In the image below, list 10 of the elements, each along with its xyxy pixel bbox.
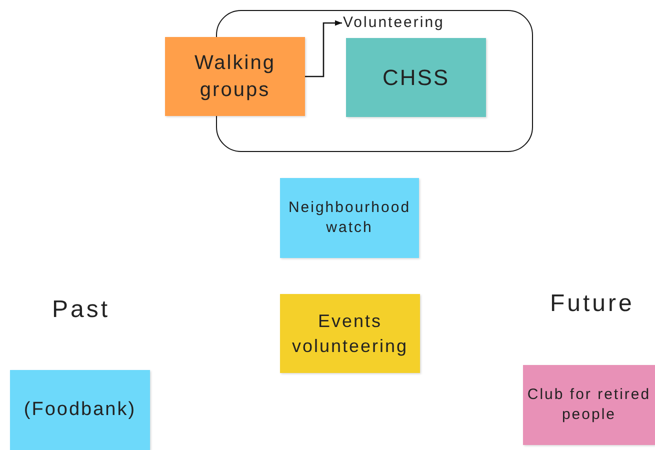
sticky-note: Neighbourhood watch [280,178,419,258]
sticky-note: Walking groups [165,37,305,116]
edge-target-text: Volunteering [343,13,463,33]
timeline-label: Past [52,296,110,324]
sticky-note: Club for retired people [523,365,655,445]
arrow [305,20,342,78]
timeline-label: Future [550,290,634,318]
sticky-note: (Foodbank) [10,370,150,450]
sticky-note: CHSS [346,38,486,117]
sticky-note: Events volunteering [280,294,420,373]
